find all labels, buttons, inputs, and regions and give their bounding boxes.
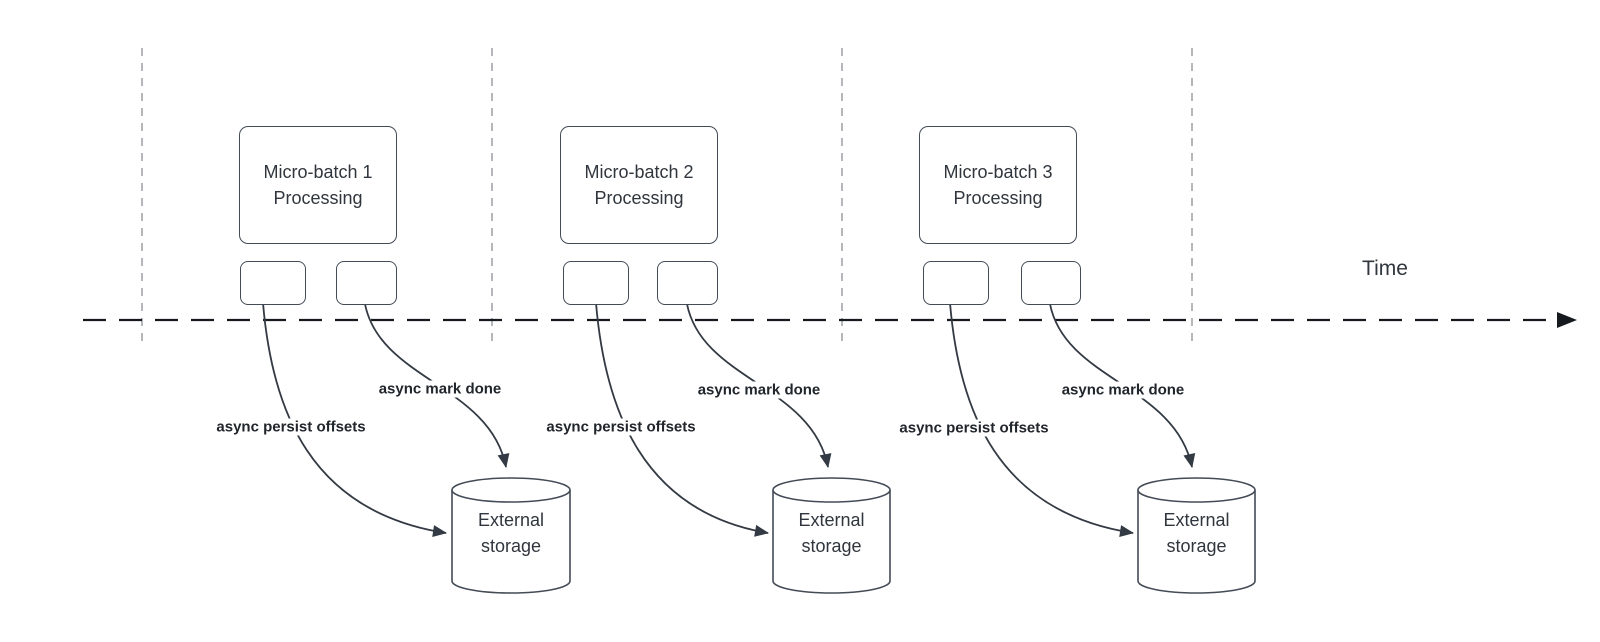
storage-cylinder-1 <box>451 477 571 594</box>
persist-offsets-label-1: async persist offsets <box>212 418 370 436</box>
persist-offsets-arrow-1 <box>262 302 447 537</box>
micro-batch-3-processing-box: Micro-batch 3 Processing <box>919 126 1077 244</box>
done-task-box-3 <box>1021 261 1081 305</box>
storage-cylinder-3 <box>1137 477 1256 594</box>
mark-done-label-1: async mark done <box>374 380 506 398</box>
done-task-box-2 <box>657 261 718 305</box>
persist-offsets-label-3: async persist offsets <box>895 419 1053 437</box>
time-axis-label: Time <box>1362 257 1408 280</box>
micro-batch-2-title: Micro-batch 2 Processing <box>584 162 694 208</box>
persist-offsets-label-2: async persist offsets <box>542 418 700 436</box>
persist-offsets-arrow-2 <box>595 302 769 537</box>
offset-task-box-1 <box>240 261 306 305</box>
micro-batch-1-title: Micro-batch 1 Processing <box>263 162 373 208</box>
external-storage-label-1: External storage <box>477 510 545 556</box>
offset-task-box-3 <box>923 261 989 305</box>
mark-done-label-2: async mark done <box>693 381 825 399</box>
micro-batch-2-processing-box: Micro-batch 2 Processing <box>560 126 718 244</box>
micro-batch-1-processing-box: Micro-batch 1 Processing <box>239 126 397 244</box>
done-task-box-1 <box>336 261 397 305</box>
offset-task-box-2 <box>563 261 629 305</box>
micro-batch-3-title: Micro-batch 3 Processing <box>943 162 1053 208</box>
external-storage-label-3: External storage <box>1163 510 1230 556</box>
external-storage-label-2: External storage <box>798 510 865 556</box>
storage-cylinder-2 <box>772 477 891 594</box>
persist-offsets-arrow-3 <box>949 302 1134 537</box>
mark-done-label-3: async mark done <box>1057 381 1189 399</box>
